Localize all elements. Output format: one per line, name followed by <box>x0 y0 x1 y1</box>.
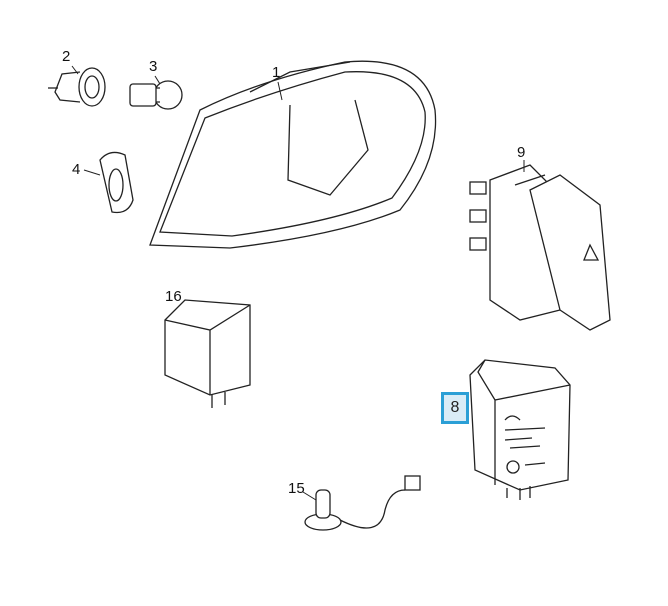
part-2-bulb-holder[interactable] <box>48 67 106 107</box>
part-1-indicator-lamp[interactable] <box>149 60 437 249</box>
part-8-flasher-relay[interactable] <box>469 359 571 500</box>
callout-3: 3 <box>149 58 158 75</box>
callout-2: 2 <box>62 48 71 65</box>
part-4-grommet[interactable] <box>99 151 134 214</box>
part-9-hazard-switch[interactable] <box>469 164 611 331</box>
leader-lines <box>71 65 525 501</box>
callout-4: 4 <box>72 161 81 178</box>
callout-9: 9 <box>517 144 526 161</box>
callout-8-highlighted[interactable]: 8 <box>441 392 469 424</box>
callout-15: 15 <box>288 480 305 497</box>
part-3-bulb[interactable] <box>129 80 183 110</box>
callout-1: 1 <box>272 64 281 81</box>
part-16-relay[interactable] <box>164 299 251 408</box>
part-15-bulb-with-harness[interactable] <box>304 475 421 531</box>
callout-16: 16 <box>165 288 182 305</box>
